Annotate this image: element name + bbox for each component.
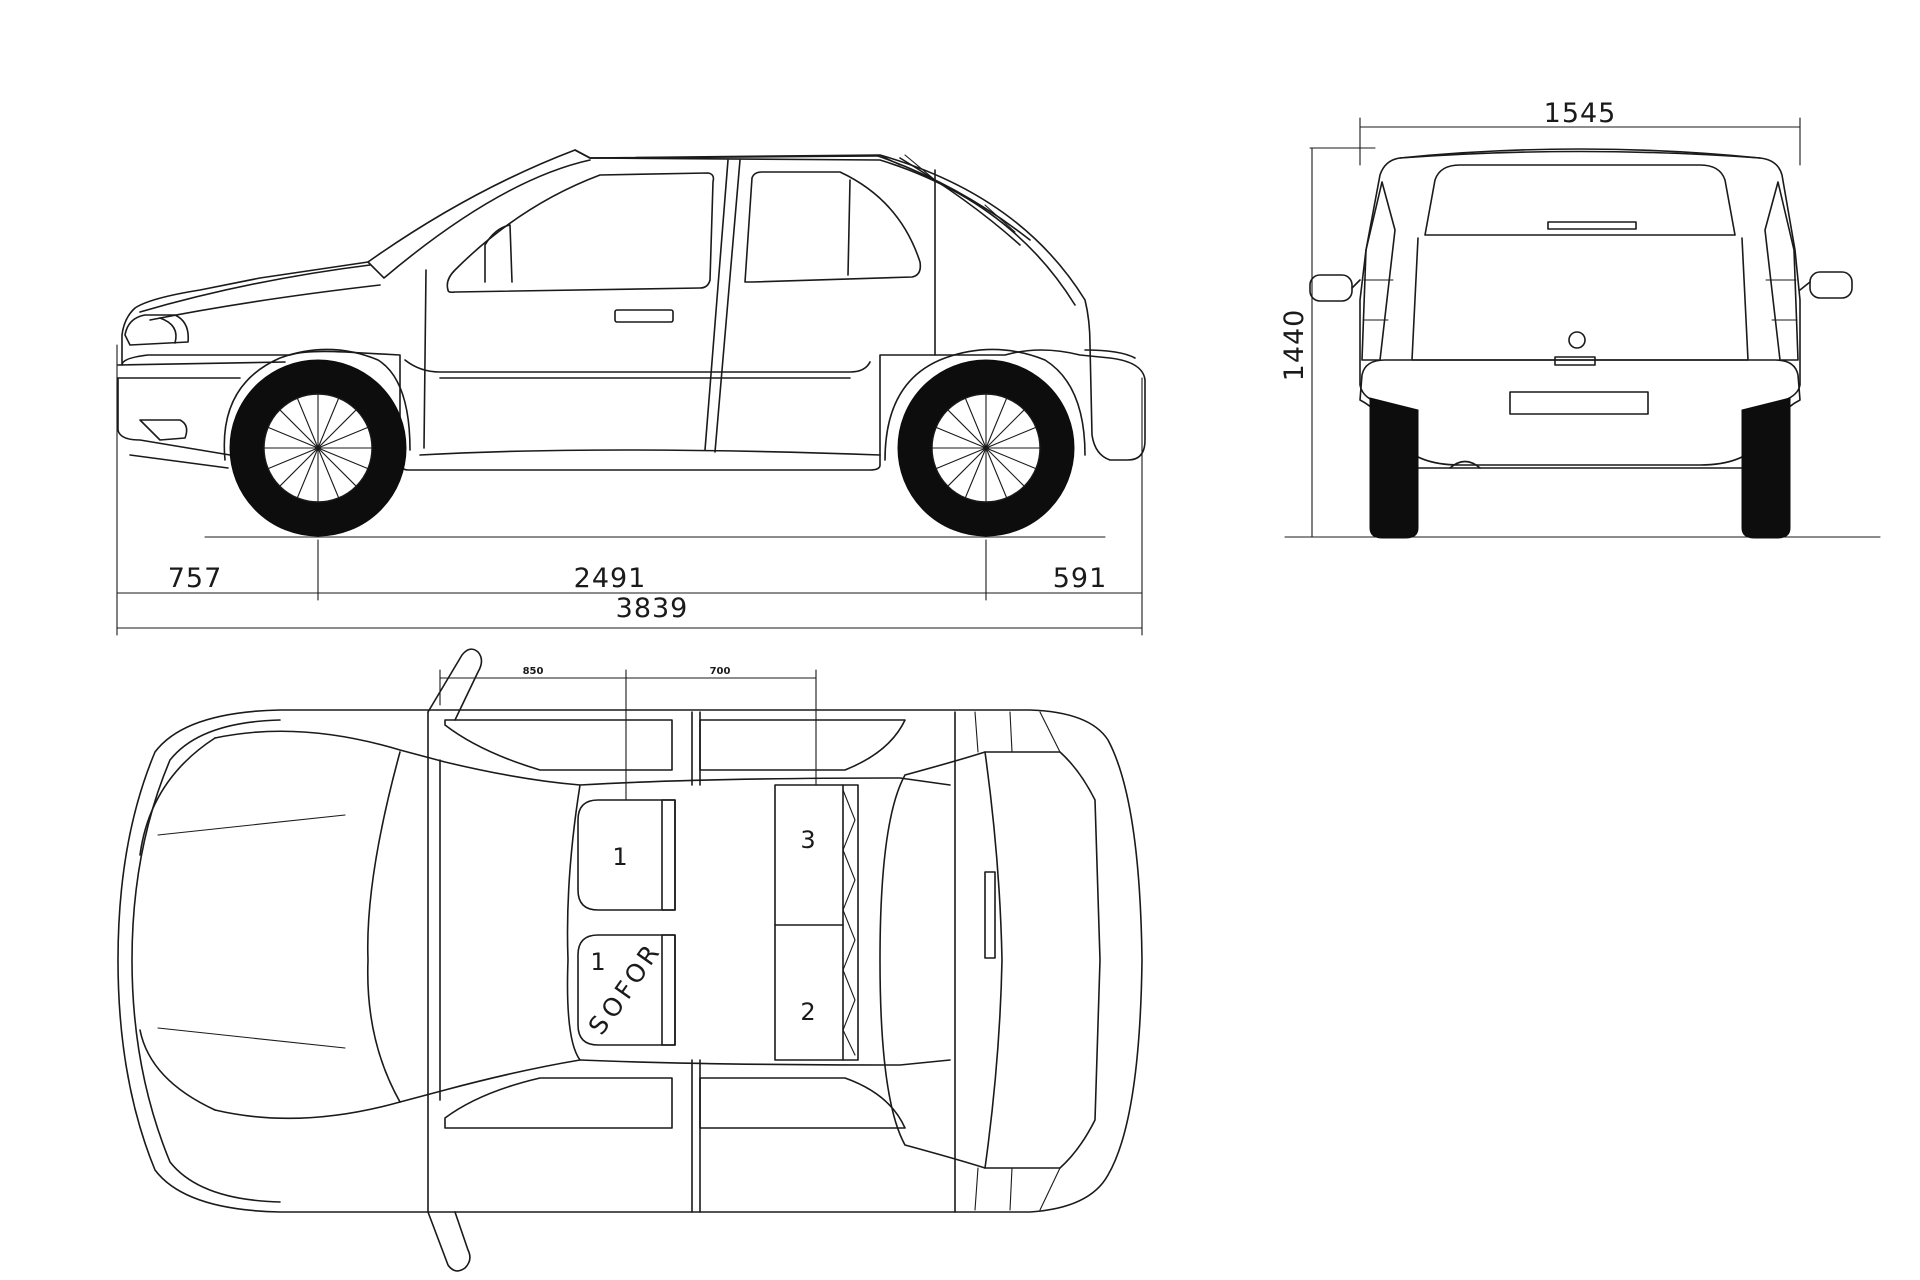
top-rear-wiper [984, 871, 996, 959]
wheel-spoke [317, 447, 340, 499]
wheel-spoke [317, 447, 369, 470]
dim-wheelbase: 2491 [574, 563, 647, 594]
side-front-bumper [117, 361, 286, 366]
wheel-spoke [985, 447, 1037, 470]
rear-view: 1545 1440 [1279, 98, 1881, 539]
top-rear-hatch [879, 751, 1101, 1169]
seat-rear-right-number: 2 [800, 998, 815, 1026]
rear-brake-light [1547, 221, 1637, 230]
wheel-spoke [985, 409, 1025, 449]
wheel-spoke [267, 447, 319, 470]
side-c-pillar-stripe-2 [899, 157, 1021, 246]
side-a-pillar [367, 159, 591, 279]
side-front-window [446, 172, 715, 294]
side-door-handle [614, 309, 674, 323]
dim-front-seat-spacing: 850 [523, 666, 544, 677]
dim-height: 1440 [1279, 309, 1310, 382]
side-mirror-triangle [484, 224, 513, 283]
rear-exhaust [1449, 460, 1481, 469]
wheel-spoke [985, 426, 1037, 449]
wheel-spoke [279, 409, 319, 449]
side-b-pillar-line-1 [704, 159, 729, 451]
dim-total-length: 3839 [616, 593, 689, 624]
side-view: 757 2491 591 3839 [116, 149, 1146, 636]
wheel-spoke [964, 447, 987, 499]
rear-window [1424, 164, 1736, 236]
side-rear-window [744, 171, 922, 283]
rear-body-outline [1359, 150, 1801, 469]
top-left-mirror [427, 648, 483, 721]
wheel-spoke [296, 397, 319, 449]
top-windshield-base [366, 751, 401, 1103]
rear-left-tire [1369, 397, 1419, 539]
wheel-spoke [985, 447, 1025, 487]
rear-right-mirror [1809, 271, 1853, 299]
rear-bench [774, 784, 844, 1061]
wheel-spoke [317, 409, 357, 449]
side-hood-line [139, 264, 371, 313]
side-dimensions: 757 2491 591 3839 [116, 344, 1143, 636]
seat-front-passenger-number: 1 [612, 843, 627, 871]
rear-lock [1568, 331, 1586, 349]
wheel-spoke [279, 447, 319, 487]
top-roof-right-edge [579, 1059, 951, 1066]
seat-driver-number: 1 [590, 948, 605, 976]
wheel-spoke [985, 447, 1008, 499]
top-rear-right-window [699, 1077, 906, 1129]
side-roof-inner [589, 157, 1076, 306]
rear-right-taillight [1764, 181, 1799, 361]
wheel-spoke [964, 397, 987, 449]
wheel-spoke [985, 397, 1008, 449]
top-front-left-window [444, 719, 673, 771]
dim-width: 1545 [1544, 98, 1617, 129]
side-b-pillar-line-2 [714, 159, 741, 453]
side-front-arch [223, 348, 411, 461]
rear-left-mirror [1309, 274, 1353, 302]
wheel-spoke [935, 426, 987, 449]
top-roof-left-edge [579, 777, 951, 786]
top-rear-left-window [699, 719, 906, 771]
top-windshield-outline [214, 730, 581, 1120]
dim-front-overhang: 757 [168, 563, 223, 594]
side-rear-window-divider [847, 179, 851, 276]
side-rear-arch [884, 348, 1086, 461]
dim-rear-seat-spacing: 700 [710, 666, 731, 677]
rear-bumper [1359, 359, 1801, 466]
side-front-door-line [423, 269, 427, 449]
dim-rear-overhang: 591 [1053, 563, 1108, 594]
wheel-spoke [267, 426, 319, 449]
top-front-right-window [444, 1077, 673, 1129]
wheel-spoke [935, 447, 987, 470]
rear-left-taillight [1361, 181, 1396, 361]
rear-license-plate [1509, 391, 1649, 415]
wheel-spoke [947, 447, 987, 487]
side-front-wheel [229, 359, 407, 537]
rear-tailgate [1411, 237, 1749, 361]
wheel-spoke [317, 397, 340, 449]
wheel-spoke [317, 426, 369, 449]
top-body-outline [117, 709, 1143, 1213]
wheel-spoke [947, 409, 987, 449]
top-right-mirror [427, 1211, 471, 1272]
side-rear-wheel [897, 359, 1075, 537]
side-sill [419, 449, 881, 456]
top-hood-edge [131, 719, 281, 1203]
wheel-spoke [296, 447, 319, 499]
seat-rear-left-number: 3 [800, 826, 815, 854]
side-fog-light [139, 419, 188, 441]
side-character-line [404, 359, 871, 373]
side-roof-line [574, 149, 879, 159]
rear-right-tire [1741, 397, 1791, 539]
wheel-spoke [317, 447, 357, 487]
